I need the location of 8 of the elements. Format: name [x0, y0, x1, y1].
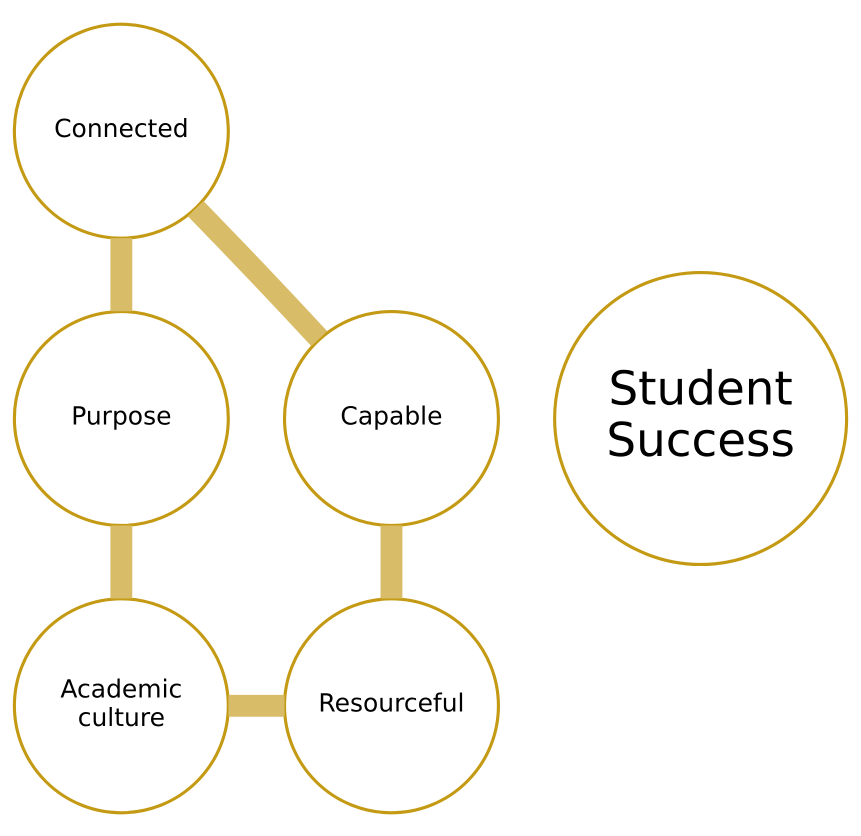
node-circle: Student Success [553, 270, 848, 566]
node-circle: Resourceful [282, 596, 500, 814]
node-circle: Academic culture [12, 596, 230, 814]
node-circle: Capable [282, 309, 500, 527]
connector [228, 694, 284, 716]
connector [188, 200, 328, 346]
node-circle: Connected [12, 22, 230, 240]
node-circle: Purpose [12, 309, 230, 527]
